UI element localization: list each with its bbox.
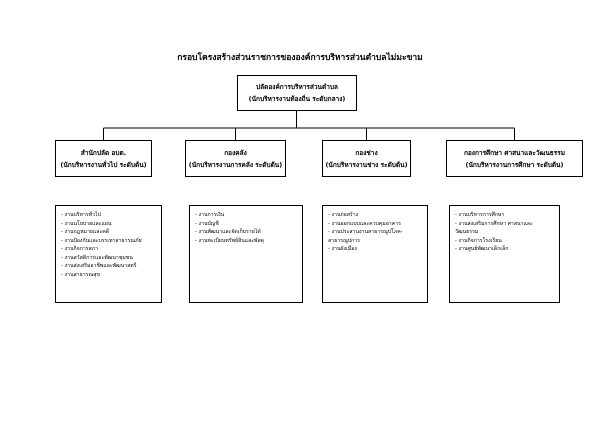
department-name: กองช่าง: [355, 148, 378, 157]
list-item: - งานสาธารณสุข: [61, 271, 100, 278]
list-item: - งานส่งเสริมอาชีพและพัฒนาสตรี: [61, 263, 137, 269]
list-item: - งานทะเบียนทรัพย์สินและพัสดุ: [195, 237, 265, 244]
list-item: - งานกิจการสภา: [61, 246, 99, 252]
department-tasks-education: - งานบริหารการศึกษา - งานส่งเสริมการศึกษ…: [449, 205, 560, 303]
chief-administrator-title: ปลัดองค์การบริหารส่วนตำบล: [256, 83, 338, 91]
list-item: - งานส่งเสริมการศึกษา ศาสนาและ: [455, 220, 533, 227]
list-item: - งานบัญชี: [195, 220, 219, 227]
list-item: สาธารณูปการ: [328, 237, 360, 244]
department-name: กองการศึกษา ศาสนาและวัฒนธรรม: [463, 148, 566, 157]
list-item: - งานสวัสดิการและพัฒนาชุมชน: [61, 254, 133, 261]
list-item: - งานออกแบบและควบคุมอาคาร: [328, 220, 401, 227]
list-item: - งานพัฒนาและจัดเก็บรายได้: [195, 229, 261, 235]
chief-administrator-box: ปลัดองค์การบริหารส่วนตำบล (นักบริหารงานท…: [237, 75, 357, 111]
list-item: - งานการเงิน: [195, 212, 225, 218]
department-level: (นักบริหารงานช่าง ระดับต้น): [325, 160, 408, 169]
department-level: (นักบริหารงานการคลัง ระดับต้น): [188, 160, 283, 169]
list-item: - งานป้องกันและบรรเทาสาธารณภัย: [61, 237, 142, 244]
department-name: สำนักปลัด อบต.: [80, 148, 127, 157]
list-item: - งานผังเมือง: [328, 246, 357, 252]
department-level: (นักบริหารงานทั่วไป ระดับต้น): [60, 160, 147, 169]
department-box-education: กองการศึกษา ศาสนาและวัฒนธรรม (นักบริหารง…: [446, 140, 583, 177]
list-item: - งานกิจการโรงเรียน: [455, 237, 502, 244]
list-item: - งานก่อสร้าง: [328, 212, 359, 218]
department-box-office: สำนักปลัด อบต. (นักบริหารงานทั่วไป ระดับ…: [55, 140, 152, 177]
department-tasks-office: - งานบริหารทั่วไป - งานนโยบายและแผน - งา…: [55, 205, 162, 303]
department-level: (นักบริหารงานการศึกษา ระดับต้น): [465, 160, 564, 169]
list-item: - งานศูนย์พัฒนาเด็กเล็ก: [455, 246, 509, 252]
list-item: - งานกฎหมายและคดี: [61, 229, 110, 235]
list-item: - งานบริหารทั่วไป: [61, 212, 101, 218]
chief-administrator-level: (นักบริหารงานท้องถิ่น ระดับกลาง): [248, 95, 346, 103]
list-item: - งานบริหารการศึกษา: [455, 212, 505, 218]
list-item: - งานนโยบายและแผน: [61, 220, 112, 227]
department-box-engineering: กองช่าง (นักบริหารงานช่าง ระดับต้น): [322, 140, 411, 177]
department-tasks-finance: - งานการเงิน - งานบัญชี - งานพัฒนาและจัด…: [189, 205, 303, 303]
department-box-finance: กองคลัง (นักบริหารงานการคลัง ระดับต้น): [185, 140, 286, 177]
department-tasks-engineering: - งานก่อสร้าง - งานออกแบบและควบคุมอาคาร …: [322, 205, 428, 303]
list-item: วัฒนธรรม: [455, 229, 479, 235]
page-title: กรอบโครงสร้างส่วนราชการขององค์การบริหารส…: [177, 53, 423, 63]
department-name: กองคลัง: [224, 148, 247, 157]
list-item: - งานประสานงานสาธารณูปโภค-: [328, 229, 403, 235]
